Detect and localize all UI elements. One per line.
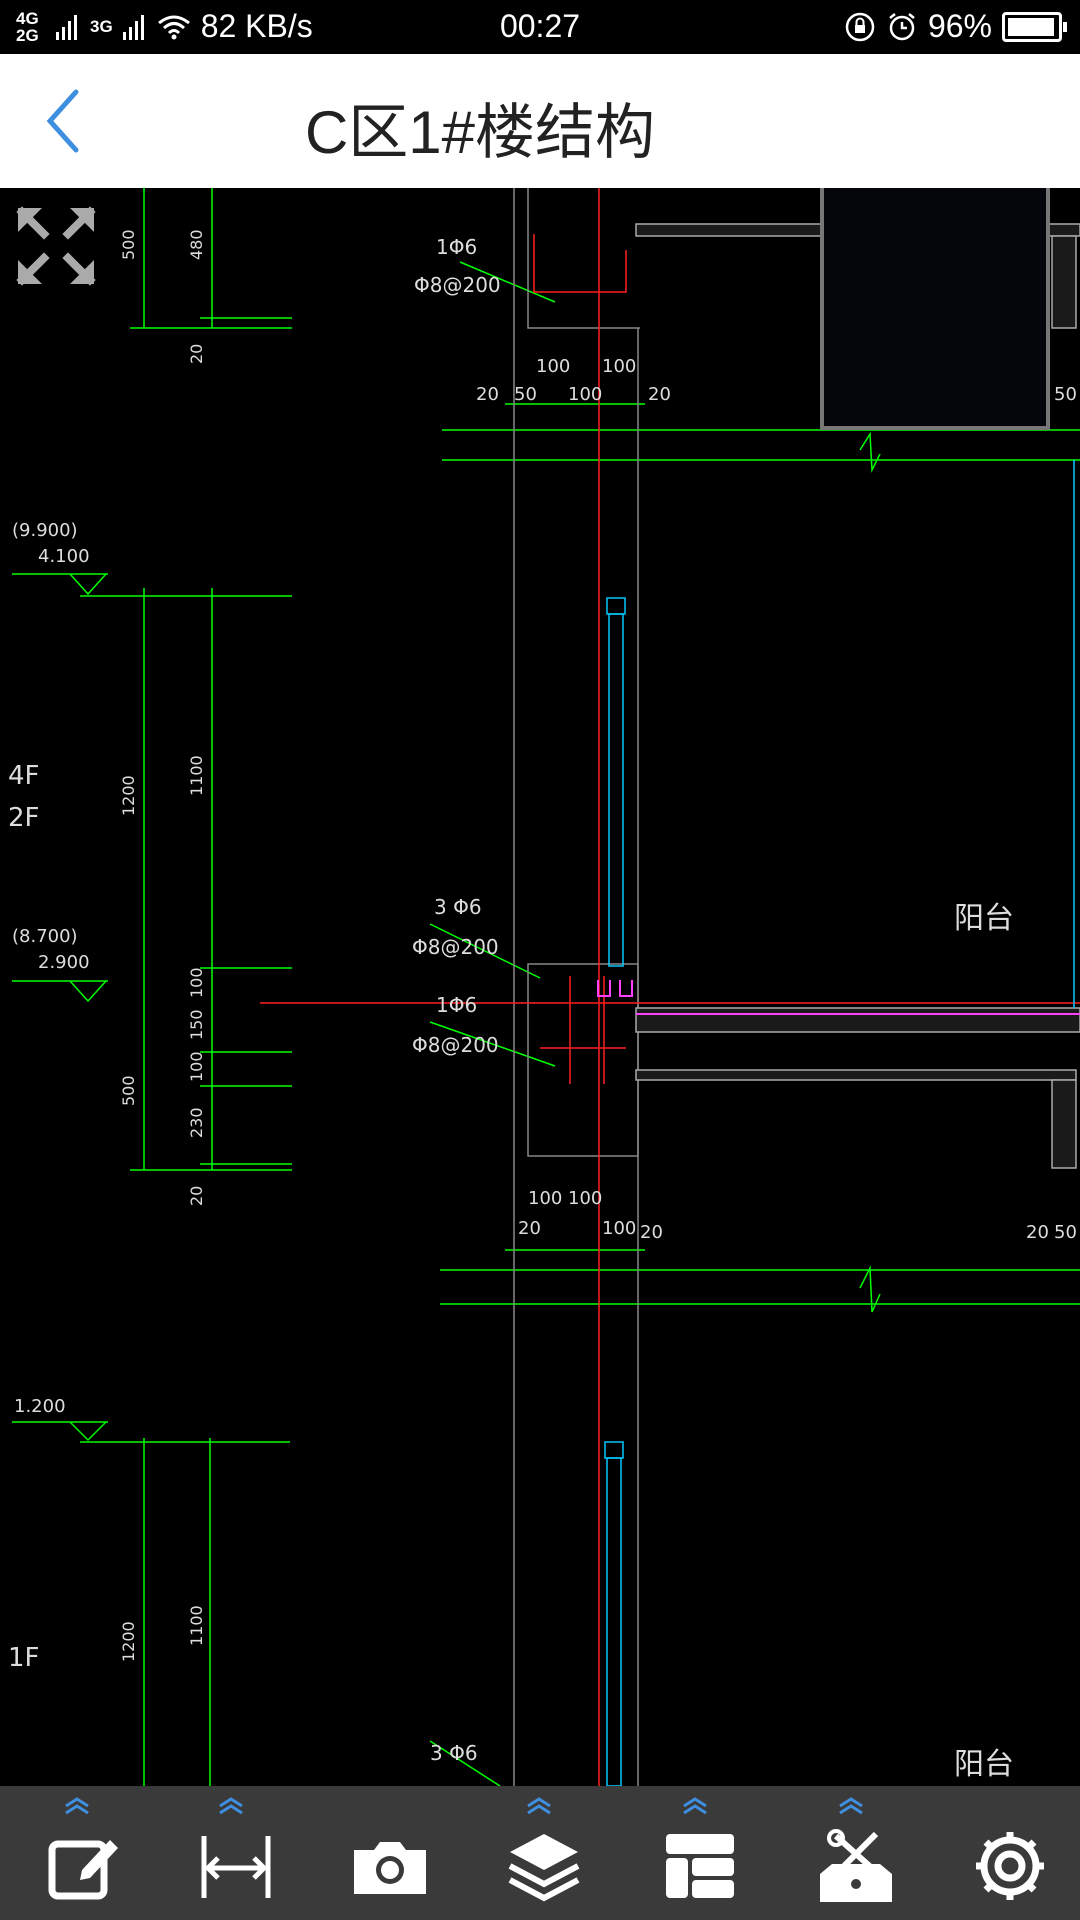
dim-label: 100	[528, 1188, 562, 1209]
layers-tool-button[interactable]	[484, 1786, 594, 1920]
chevron-up-icon	[527, 1797, 551, 1815]
chevron-up-icon	[65, 1797, 89, 1815]
floor-label: 2F	[8, 803, 40, 833]
rebar-label: 1Φ6	[436, 993, 477, 1017]
status-right: 96%	[844, 8, 1067, 45]
alarm-icon	[889, 12, 915, 40]
clock: 00:27	[499, 8, 581, 44]
floor-label: 1F	[8, 1643, 40, 1673]
camera-tool-button[interactable]	[330, 1786, 440, 1920]
wall-outline	[513, 188, 640, 1786]
dimension-lines	[12, 188, 1080, 1786]
dim-label: 230	[187, 1107, 206, 1138]
dim-label: 500	[119, 229, 138, 260]
dim-label: 100	[568, 1188, 602, 1209]
dim-label: 20	[518, 1218, 541, 1239]
dim-label: 50	[514, 384, 537, 405]
page-title: C区1#楼结构	[304, 99, 656, 166]
network-type-2: 3G	[90, 17, 113, 36]
camera-icon	[354, 1842, 426, 1894]
dim-label: 100	[187, 1051, 206, 1082]
edit-tool-button[interactable]	[22, 1786, 132, 1920]
dim-label: 150	[187, 1009, 206, 1040]
rebar-label: Φ8@200	[412, 1033, 499, 1057]
back-button[interactable]	[40, 86, 90, 156]
signal-icon	[56, 14, 77, 40]
app-header: C区1#楼结构	[0, 54, 1080, 188]
dim-label: 1100	[187, 1605, 206, 1646]
dim-label: 500	[119, 1075, 138, 1106]
dim-label: 100	[187, 967, 206, 998]
dim-label: 1100	[187, 755, 206, 796]
status-left: 4G 2G 3G 82 KB/s	[16, 8, 313, 45]
chevron-up-icon	[219, 1797, 243, 1815]
bottom-toolbar	[0, 1786, 1080, 1920]
layout-tool-button[interactable]	[640, 1786, 750, 1920]
minimap[interactable]	[820, 188, 1050, 430]
expand-icon[interactable]	[14, 204, 98, 288]
window-frame	[604, 460, 1075, 1786]
dim-label: 20	[187, 344, 206, 364]
dim-label: 100	[602, 1218, 636, 1239]
tools-icon	[820, 1829, 892, 1902]
settings-button[interactable]	[950, 1786, 1060, 1920]
elev-label: (8.700)	[12, 926, 78, 947]
dim-label: 50	[1054, 1222, 1077, 1243]
elev-label: 4.100	[38, 546, 90, 567]
dim-label: 1200	[119, 775, 138, 816]
dim-label: 100	[536, 356, 570, 377]
dim-label: 100	[568, 384, 602, 405]
vertical-dim-labels: 500 480 20 1200 1100 100 150 100 500 230…	[119, 229, 206, 1662]
dim-label: 20	[1026, 1222, 1049, 1243]
chevron-up-icon	[683, 1797, 707, 1815]
edit-icon	[48, 1840, 118, 1900]
rebar-label: Φ8@200	[412, 935, 499, 959]
dim-label: 100	[602, 356, 636, 377]
elev-label: (9.900)	[12, 520, 78, 541]
tools-tool-button[interactable]	[796, 1786, 906, 1920]
dim-label: 50	[1054, 384, 1077, 405]
layers-icon	[508, 1834, 580, 1902]
layout-icon	[666, 1834, 734, 1898]
elev-label: 1.200	[14, 1396, 66, 1417]
network-type: 4G 2G	[16, 8, 39, 45]
dim-label: 480	[187, 229, 206, 260]
rebar-label: 1Φ6	[436, 235, 477, 259]
signal-icon-2	[122, 14, 144, 40]
measure-tool-button[interactable]	[176, 1786, 286, 1920]
rebar-label: 3 Φ6	[430, 1741, 478, 1765]
dim-label: 20	[187, 1186, 206, 1206]
elev-label: 2.900	[38, 952, 90, 973]
measure-icon	[201, 1836, 271, 1898]
wifi-icon	[157, 15, 190, 39]
dim-label: 20	[476, 384, 499, 405]
rebar-label: Φ8@200	[414, 273, 501, 297]
room-label: 阳台	[954, 901, 1014, 936]
battery-icon	[1002, 11, 1067, 42]
dim-label: 20	[640, 1222, 663, 1243]
drawing-canvas[interactable]: (9.900) 4.100 (8.700) 2.900 1.200 4F 2F …	[0, 188, 1080, 1786]
rebar-label: 3 Φ6	[434, 895, 482, 919]
rebar-magenta	[597, 980, 1080, 1015]
drawing-labels: (9.900) 4.100 (8.700) 2.900 1.200 4F 2F …	[8, 235, 1077, 1782]
chevron-up-icon	[839, 1797, 863, 1815]
status-bar: 4G 2G 3G 82 KB/s 00:27 96%	[0, 0, 1080, 54]
gear-icon	[976, 1832, 1044, 1900]
room-label: 阳台	[954, 1747, 1014, 1782]
battery-percent: 96%	[927, 8, 992, 44]
dim-label: 1200	[119, 1621, 138, 1662]
rotation-lock-icon	[845, 12, 875, 41]
dim-label: 20	[648, 384, 671, 405]
floor-label: 4F	[8, 761, 40, 791]
network-speed: 82 KB/s	[200, 8, 313, 44]
